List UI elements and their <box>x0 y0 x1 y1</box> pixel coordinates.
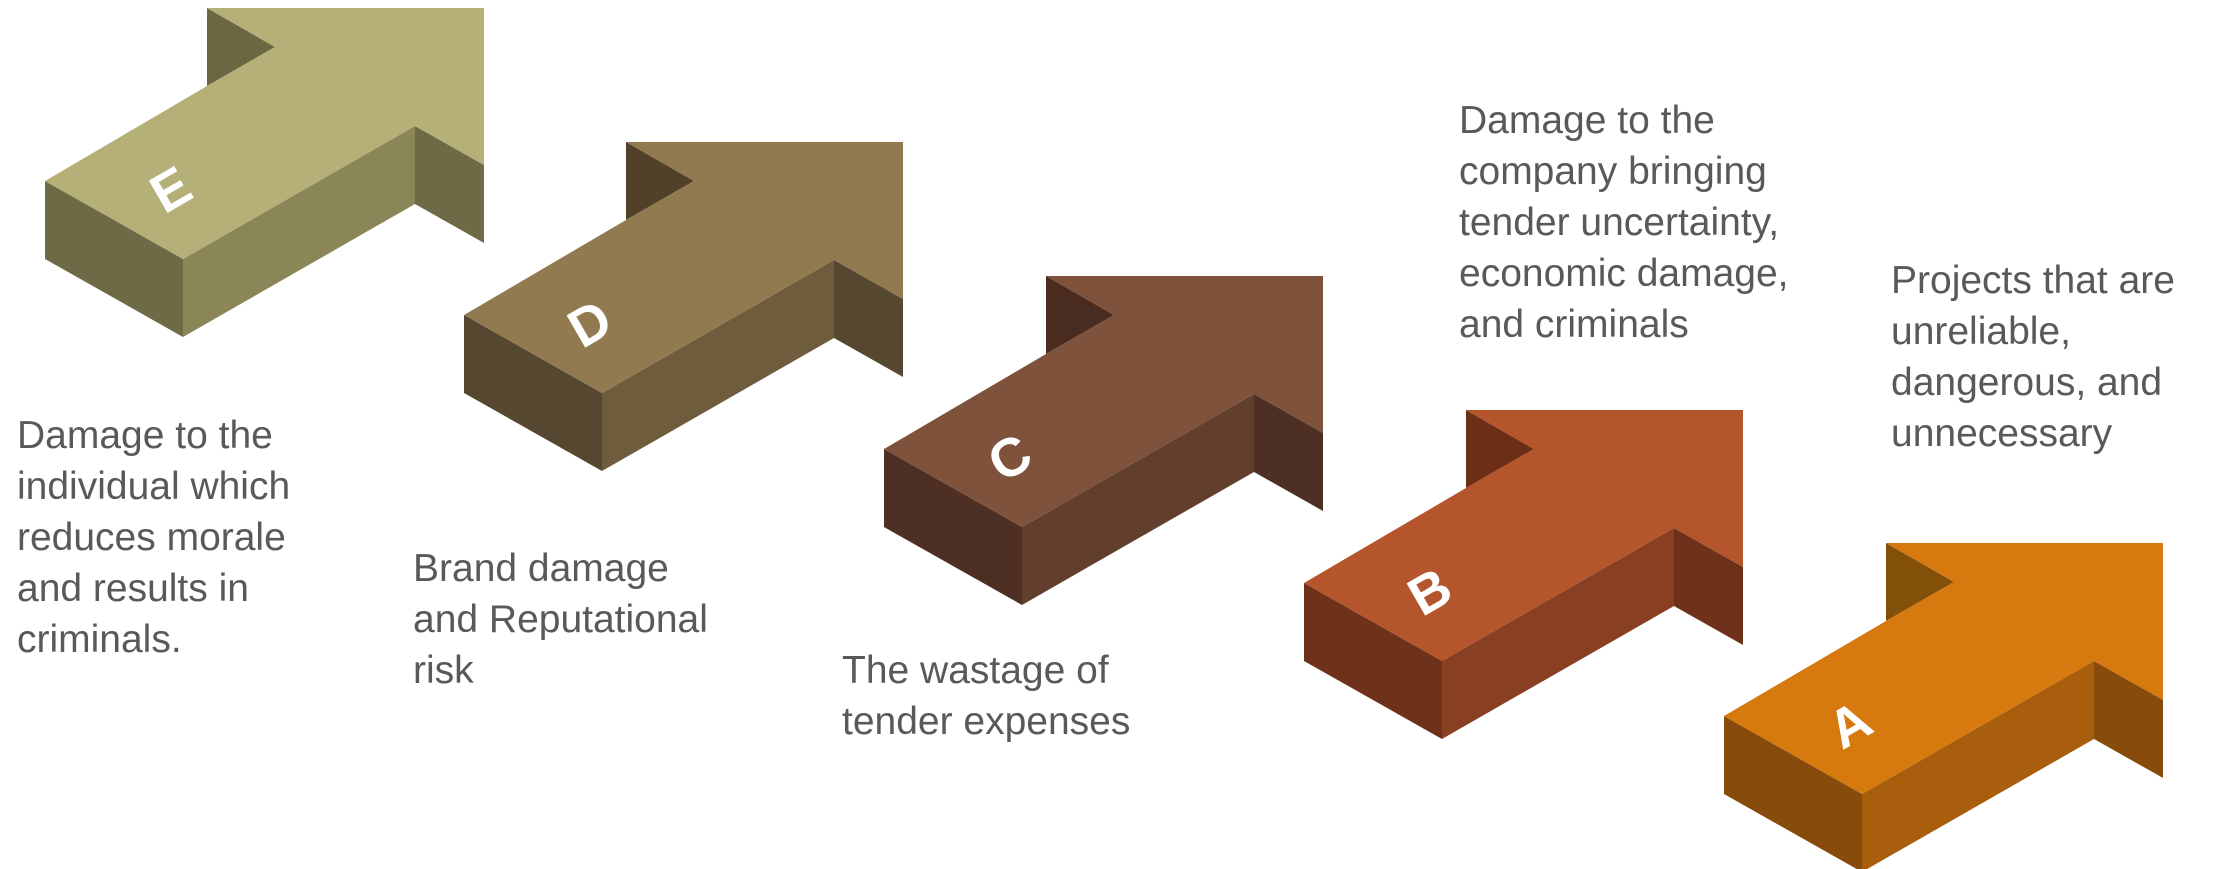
arrow-e-top-face <box>45 8 484 259</box>
caption-c: The wastage of tender expenses <box>842 649 1131 743</box>
arrow-c-top-face <box>884 276 1323 527</box>
arrow-d-notch <box>626 142 694 220</box>
arrow-d-left-face <box>464 315 602 471</box>
arrow-c-notch <box>1046 276 1114 354</box>
arrow-c-front-face <box>1022 394 1254 605</box>
arrow-a-top-face <box>1724 543 2163 794</box>
arrow-e: E <box>45 8 484 337</box>
caption-e: Damage to the individual which reduces m… <box>17 414 291 661</box>
arrow-b-notch <box>1466 410 1534 488</box>
arrow-d-top-face <box>464 142 903 393</box>
arrow-d-front-face <box>602 260 834 471</box>
caption-a: Projects that are unreliable, dangerous,… <box>1891 259 2175 455</box>
caption-d: Brand damage and Reputational risk <box>413 547 708 692</box>
arrow-b-front-face <box>1442 528 1674 739</box>
caption-b: Damage to the company bringing tender un… <box>1459 99 1789 346</box>
arrow-a-notch <box>1886 543 1954 621</box>
arrow-a: A <box>1724 543 2163 869</box>
arrow-c-left-face <box>884 449 1022 605</box>
arrow-a-front-face <box>1862 661 2094 869</box>
arrow-e-notch <box>207 8 275 86</box>
arrow-d: D <box>464 142 903 471</box>
arrow-b: B <box>1304 410 1743 739</box>
arrow-b-top-face <box>1304 410 1743 661</box>
arrow-e-front-face <box>183 126 415 337</box>
arrow-b-left-face <box>1304 583 1442 739</box>
arrow-e-left-face <box>45 181 183 337</box>
arrow-a-left-face <box>1724 716 1862 869</box>
arrow-c: C <box>884 276 1323 605</box>
